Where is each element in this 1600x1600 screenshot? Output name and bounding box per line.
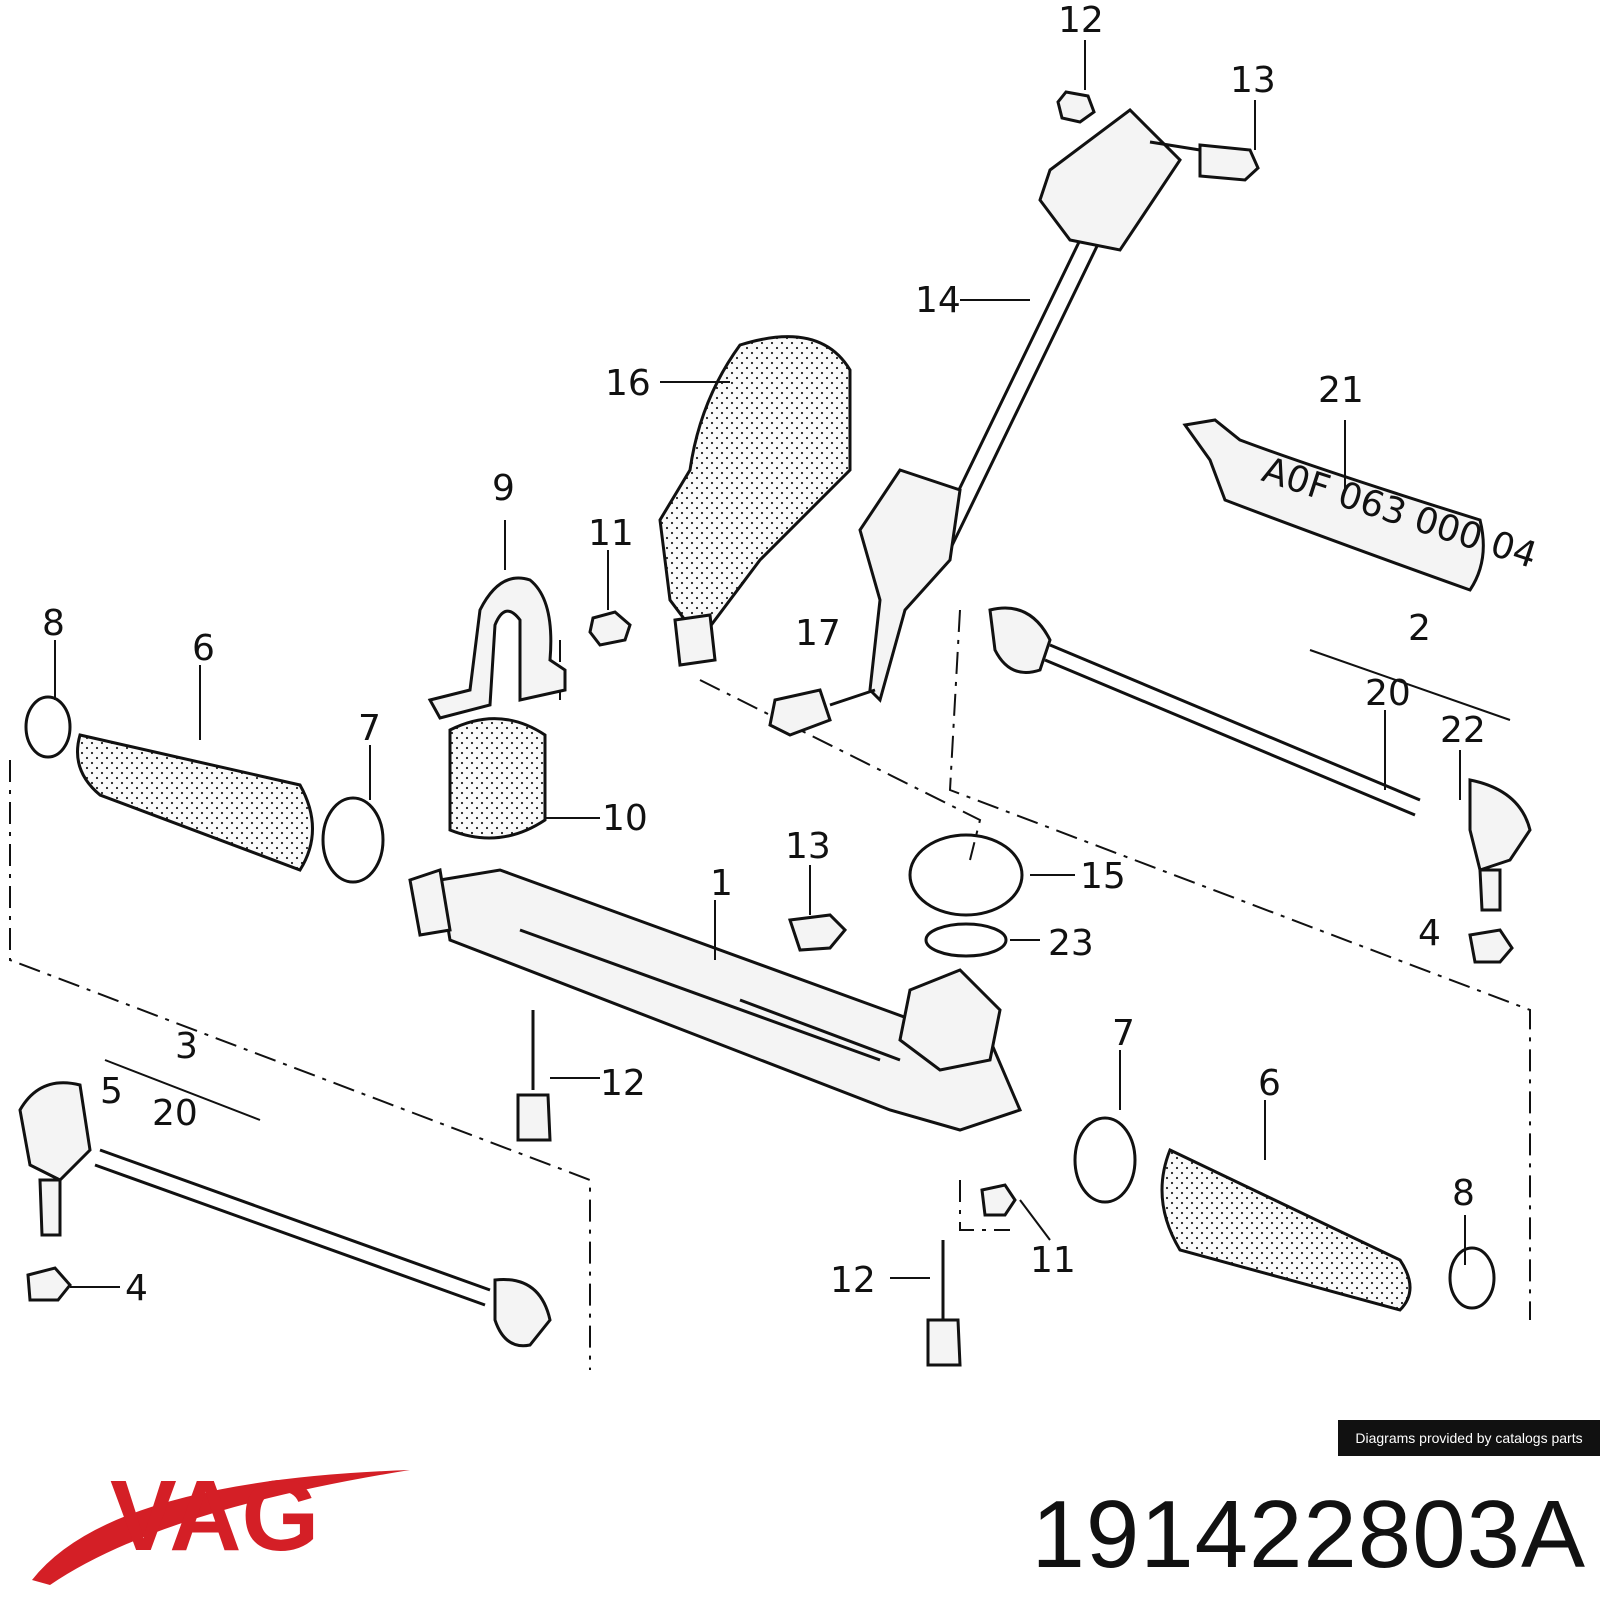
callout-7-left: 7 bbox=[358, 708, 381, 749]
column-boot bbox=[658, 335, 852, 667]
callout-16: 16 bbox=[605, 363, 651, 404]
clip-13 bbox=[787, 913, 848, 952]
washer-23 bbox=[924, 922, 1008, 958]
callout-20-right: 20 bbox=[1365, 673, 1411, 714]
exploded-parts-diagram: A0F 063 000 04 12 13 14 16 21 bbox=[9, 0, 1542, 1370]
callout-2: 2 bbox=[1408, 608, 1431, 649]
callout-10: 10 bbox=[602, 798, 648, 839]
callout-labels: 12 13 14 16 21 9 11 17 2 20 22 8 6 7 10 … bbox=[42, 0, 1486, 1309]
callout-17: 17 bbox=[795, 613, 841, 654]
callout-14: 14 bbox=[915, 280, 961, 321]
callout-4-left: 4 bbox=[125, 1268, 148, 1309]
tie-rod-left bbox=[18, 1081, 552, 1348]
nut-11-top bbox=[588, 610, 632, 647]
seal-15 bbox=[908, 833, 1024, 917]
callout-8-left: 8 bbox=[42, 603, 65, 644]
callout-13: 13 bbox=[785, 826, 831, 867]
callout-4-right: 4 bbox=[1418, 913, 1441, 954]
callout-11-top: 11 bbox=[588, 513, 634, 554]
steering-shaft bbox=[858, 108, 1182, 703]
callout-8-right: 8 bbox=[1452, 1173, 1475, 1214]
ring-8-left bbox=[24, 695, 72, 759]
callout-1: 1 bbox=[710, 863, 733, 904]
callout-5: 5 bbox=[100, 1071, 123, 1112]
rack-boot-left bbox=[76, 733, 314, 872]
callout-9: 9 bbox=[492, 468, 515, 509]
callout-21: 21 bbox=[1318, 370, 1364, 411]
callout-3: 3 bbox=[175, 1026, 198, 1067]
callout-18: 12 bbox=[1058, 0, 1104, 41]
clamp-7-left bbox=[321, 796, 385, 884]
clamp-bracket bbox=[427, 576, 567, 840]
callout-6-left: 6 bbox=[192, 628, 215, 669]
rack-boot-right bbox=[1160, 1147, 1412, 1312]
callout-6-right: 6 bbox=[1258, 1063, 1281, 1104]
diagram-credit-banner: Diagrams provided by catalogs parts bbox=[1338, 1420, 1600, 1456]
callout-11-bottom: 11 bbox=[1030, 1240, 1076, 1281]
steering-rack-housing bbox=[408, 868, 1023, 1132]
clamp-7-right bbox=[1073, 1116, 1137, 1204]
callout-12-bottom: 12 bbox=[830, 1260, 876, 1301]
callout-23: 23 bbox=[1048, 923, 1094, 964]
leader-lines bbox=[54, 40, 1511, 1288]
callout-20-left: 20 bbox=[152, 1093, 198, 1134]
callout-12-top: 12 bbox=[600, 1063, 646, 1104]
ring-8-right bbox=[1448, 1246, 1496, 1310]
grease-tube: A0F 063 000 04 bbox=[1182, 418, 1542, 592]
callout-19: 13 bbox=[1230, 60, 1276, 101]
callout-15: 15 bbox=[1080, 856, 1126, 897]
tie-rod-right bbox=[988, 606, 1532, 964]
brand-name: VAG bbox=[110, 1460, 319, 1572]
mounting-studs bbox=[516, 1010, 1017, 1367]
logo-swoosh-icon bbox=[32, 1470, 410, 1585]
vag-logo: VAG bbox=[32, 1460, 410, 1585]
callout-7-right: 7 bbox=[1112, 1013, 1135, 1054]
callout-22: 22 bbox=[1440, 710, 1486, 751]
part-number: 191422803A bbox=[1031, 1481, 1586, 1588]
bolts-and-nuts bbox=[768, 90, 1260, 737]
